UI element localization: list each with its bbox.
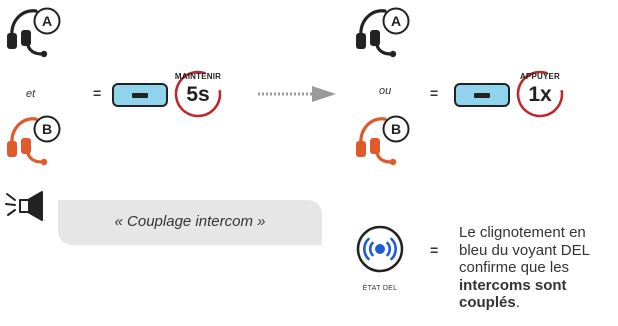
headset-a-icon: A	[4, 5, 66, 61]
center-button	[112, 83, 168, 107]
press-count: 1x	[528, 83, 552, 106]
hold-caption: MAINTENIR	[174, 72, 222, 81]
headset-b-label: B	[42, 121, 52, 137]
headset-a-label: A	[42, 13, 52, 29]
led-text-bold: intercoms sont couplés	[459, 276, 567, 312]
button-bar-right-icon	[474, 93, 490, 98]
equals-sign-right: =	[430, 85, 439, 101]
led-blink-icon	[355, 224, 405, 274]
led-text-after: .	[515, 294, 520, 311]
headset-b-right-label: B	[391, 121, 401, 137]
led-description: Le clignotement en bleu du voyant DEL co…	[459, 224, 615, 312]
press-circle-icon	[515, 69, 565, 119]
arrow-right-icon	[258, 86, 336, 102]
led-status-caption: ÉTAT DEL	[362, 285, 398, 292]
center-button-right	[454, 83, 510, 107]
equals-sign-led: =	[430, 242, 439, 258]
button-bar-icon	[132, 93, 148, 98]
equals-sign: =	[93, 85, 102, 101]
led-text-before: Le clignotement en bleu du voyant DEL co…	[459, 224, 590, 276]
headset-b-icon: B	[4, 113, 66, 169]
conjunction-et: et	[26, 88, 36, 100]
headset-a-right-label: A	[391, 13, 401, 29]
headset-a-right-icon: A	[353, 5, 415, 61]
hold-circle-icon	[173, 69, 223, 119]
press-caption: APPUYER	[519, 72, 561, 81]
conjunction-ou: ou	[379, 85, 392, 97]
headset-b-right-icon: B	[353, 113, 415, 169]
speaker-icon	[5, 191, 43, 221]
voice-prompt-bubble: « Couplage intercom »	[58, 200, 322, 245]
hold-duration: 5s	[186, 83, 210, 106]
voice-prompt-text: « Couplage intercom »	[114, 213, 266, 230]
